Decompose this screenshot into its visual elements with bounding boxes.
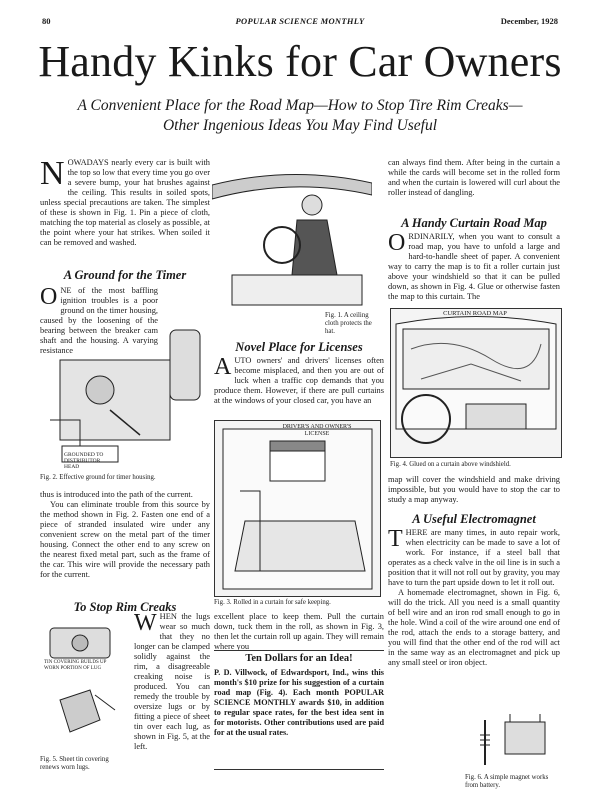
- article-title: Handy Kinks for Car Owners: [38, 37, 562, 86]
- licenses-heading: Novel Place for Licenses: [235, 340, 363, 354]
- timer-heading: A Ground for the Timer: [63, 268, 187, 282]
- fig5-illustration: [40, 620, 130, 750]
- car-interior-drawing: [222, 428, 373, 590]
- magnet-cont: A homemade electromagnet, shown in Fig. …: [388, 588, 560, 667]
- rim-text: HEN the lugs wear so much that they no l…: [134, 612, 210, 751]
- fig4-label: CURTAIN ROAD MAP: [443, 310, 507, 317]
- fig3-caption: Fig. 3. Rolled in a curtain for safe kee…: [214, 599, 331, 606]
- timer-heading-wrap: A Ground for the Timer: [40, 268, 210, 282]
- fig3-label: DRIVER'S AND OWNER'S LICENSE: [282, 424, 352, 437]
- magnet-heading: A Useful Electromagnet: [412, 512, 536, 526]
- dropcap: A: [214, 354, 232, 380]
- licenses-heading-wrap: Novel Place for Licenses: [214, 340, 384, 354]
- windshield-map-drawing: [395, 316, 557, 444]
- magnet-heading-wrap: A Useful Electromagnet: [388, 512, 560, 526]
- fig5-caption: Fig. 5. Sheet tin covering renews worn l…: [40, 756, 109, 771]
- fig2-illustration: [40, 320, 208, 470]
- timer-continued: thus is introduced into the path of the …: [40, 490, 210, 580]
- dropcap: T: [388, 526, 403, 552]
- magnet-text: HERE are many times, in auto repair work…: [388, 528, 560, 587]
- lug-drawing: [49, 627, 116, 733]
- timer-cont2: You can eliminate trouble from this sour…: [40, 500, 210, 579]
- licenses-end: can always find them. After being in the…: [388, 158, 560, 197]
- roadmap-text: RDINARILY, when you want to consult a ro…: [388, 232, 560, 301]
- rim-heading-wrap: To Stop Rim Creaks: [40, 600, 210, 614]
- page-number: 80: [42, 16, 51, 26]
- fig6-illustration: [465, 710, 560, 770]
- roadmap-continued: map will cover the windshield and make d…: [388, 475, 560, 504]
- prize-text: P. D. Villwock, of Edwardsport, Ind., wi…: [214, 668, 384, 737]
- rim-heading: To Stop Rim Creaks: [73, 600, 177, 614]
- dropcap: O: [40, 284, 58, 310]
- fig1-caption: Fig. 1. A ceiling cloth protects the hat…: [325, 312, 372, 335]
- licenses-continued: excellent place to keep them. Pull the c…: [214, 612, 384, 651]
- fig4-caption: Fig. 4. Glued on a curtain above windshi…: [390, 461, 511, 468]
- roadmap-heading-wrap: A Handy Curtain Road Map: [388, 216, 560, 230]
- fig2-caption: Fig. 2. Effective ground for timer housi…: [40, 474, 156, 481]
- licenses-text: UTO owners' and drivers' licenses often …: [214, 356, 384, 405]
- article-subtitle: A Convenient Place for the Road Map—How …: [77, 97, 523, 134]
- prize-box: Ten Dollars for an Idea! P. D. Villwock,…: [214, 650, 384, 770]
- fig2-label: GROUNDED TO DISTRIBUTOR HEAD: [64, 452, 104, 470]
- fig1-illustration: [212, 165, 372, 315]
- magazine-name: POPULAR SCIENCE MONTHLY: [235, 16, 365, 26]
- fig4-illustration: [390, 308, 562, 458]
- driver-drawing: [212, 173, 372, 306]
- dropcap: W: [134, 610, 157, 636]
- dropcap: N: [40, 155, 65, 192]
- battery-magnet-drawing: [480, 714, 546, 765]
- timer-cont1: thus is introduced into the path of the …: [40, 490, 193, 499]
- fig5-label: TIN COVERING BUILDS UP WORN PORTION OF L…: [44, 660, 107, 671]
- fig3-illustration: [214, 420, 381, 597]
- intro-text: OWADAYS nearly every car is built with t…: [40, 158, 210, 247]
- prize-title: Ten Dollars for an Idea!: [245, 653, 353, 664]
- issue-date: December, 1928: [500, 16, 558, 26]
- fig6-caption: Fig. 6. A simple magnet works from batte…: [465, 774, 549, 789]
- engine-drawing: [50, 329, 201, 463]
- dropcap: O: [388, 230, 406, 256]
- timer-text: NE of the most baffling ignition trouble…: [40, 286, 158, 355]
- roadmap-heading: A Handy Curtain Road Map: [401, 216, 547, 230]
